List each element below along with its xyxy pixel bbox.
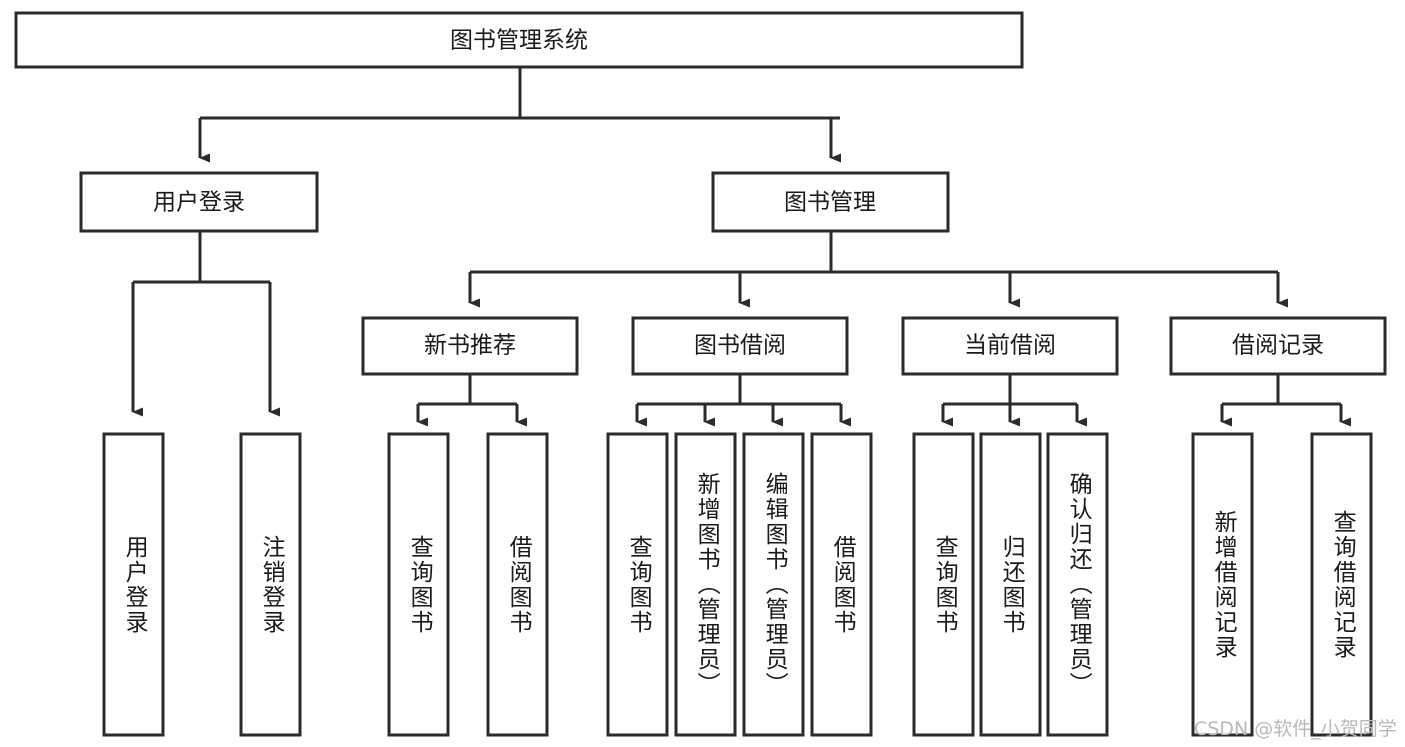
- node-leaf-borrow-book-1-box[interactable]: [486, 432, 549, 737]
- connector-bookborrow-to-leaves: [635, 374, 852, 427]
- node-leaf-user-login-box[interactable]: [102, 432, 165, 737]
- node-book-borrow-box[interactable]: [631, 316, 849, 376]
- connector-root-to-level1: [198, 67, 842, 163]
- connector-userlogin-to-leaves: [131, 231, 281, 417]
- node-current-borrow-label: 当前借阅: [964, 333, 1056, 359]
- connector-newbook-to-leaves: [416, 374, 528, 427]
- connector-borrowrecord-to-leaves: [1220, 374, 1352, 427]
- node-borrow-record-label: 借阅记录: [1232, 333, 1324, 359]
- node-leaf-edit-book-box[interactable]: [742, 432, 805, 737]
- node-borrow-record-box[interactable]: [1169, 316, 1387, 376]
- node-leaf-add-book-box[interactable]: [674, 432, 737, 737]
- node-user-login-box[interactable]: [79, 171, 319, 233]
- node-leaf-query-book-2-box[interactable]: [606, 432, 669, 737]
- node-leaf-query-record-box[interactable]: [1310, 432, 1373, 737]
- node-leaf-query-book-1-box[interactable]: [387, 432, 450, 737]
- node-leaf-borrow-book-2-box[interactable]: [810, 432, 873, 737]
- node-user-login-label: 用户登录: [153, 190, 245, 216]
- node-leaf-confirm-return-box[interactable]: [1046, 432, 1109, 737]
- node-current-borrow-box[interactable]: [901, 316, 1119, 376]
- connector-bookmanage-to-level2: [468, 231, 1289, 308]
- node-leaf-return-book-box[interactable]: [979, 432, 1042, 737]
- node-leaf-query-book-3-box[interactable]: [912, 432, 975, 737]
- node-book-manage-label: 图书管理: [784, 190, 876, 216]
- node-leaf-add-record-box[interactable]: [1191, 432, 1254, 737]
- watermark-text: CSDN @软件_小贺同学: [1194, 718, 1397, 740]
- node-root-box[interactable]: [14, 11, 1024, 69]
- node-leaf-user-logout-box[interactable]: [239, 432, 302, 737]
- node-new-book-recommend-label: 新书推荐: [424, 333, 516, 359]
- node-book-borrow-label: 图书借阅: [694, 333, 786, 359]
- node-new-book-recommend-box[interactable]: [361, 316, 579, 376]
- node-book-manage-box[interactable]: [711, 171, 950, 233]
- node-root-label: 图书管理系统: [450, 28, 588, 54]
- connector-currentborrow-to-leaves: [941, 374, 1088, 427]
